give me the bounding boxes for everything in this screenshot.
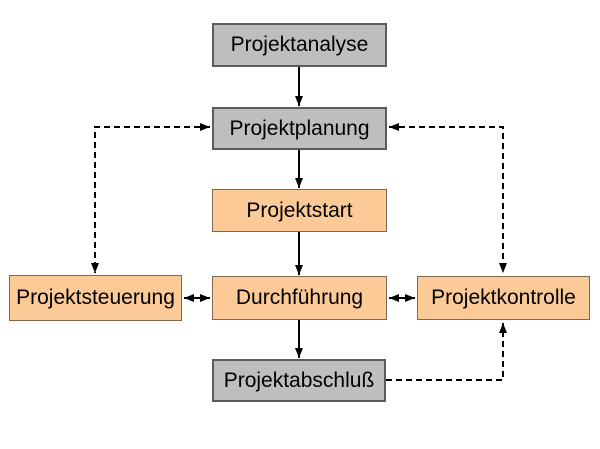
node-projektanalyse: Projektanalyse <box>212 23 387 67</box>
node-projektstart-label: Projektstart <box>246 198 353 222</box>
node-durchfuehrung-label: Durchführung <box>235 286 364 309</box>
node-projektkontrolle-label: Projektkontrolle <box>431 286 576 309</box>
edge-abschluss-kontrolle-dashed <box>386 323 507 381</box>
node-projektanalyse-label: Projektanalyse <box>230 33 369 56</box>
node-projektabschluss: Projektabschluß <box>212 359 386 402</box>
node-projektsteuerung: Projektsteuerung <box>9 275 182 321</box>
node-projektplanung-label: Projektplanung <box>229 116 370 140</box>
node-projektabschluss-label: Projektabschluß <box>223 368 375 392</box>
edge-kontrolle-planung-dashed <box>389 123 507 273</box>
node-projektsteuerung-label: Projektsteuerung <box>16 286 175 309</box>
node-projektkontrolle: Projektkontrolle <box>417 276 590 320</box>
node-projektstart: Projektstart <box>212 189 387 232</box>
node-projektplanung: Projektplanung <box>212 107 387 150</box>
edge-steuerung-planung-dashed <box>91 123 210 273</box>
node-durchfuehrung: Durchführung <box>212 276 387 320</box>
